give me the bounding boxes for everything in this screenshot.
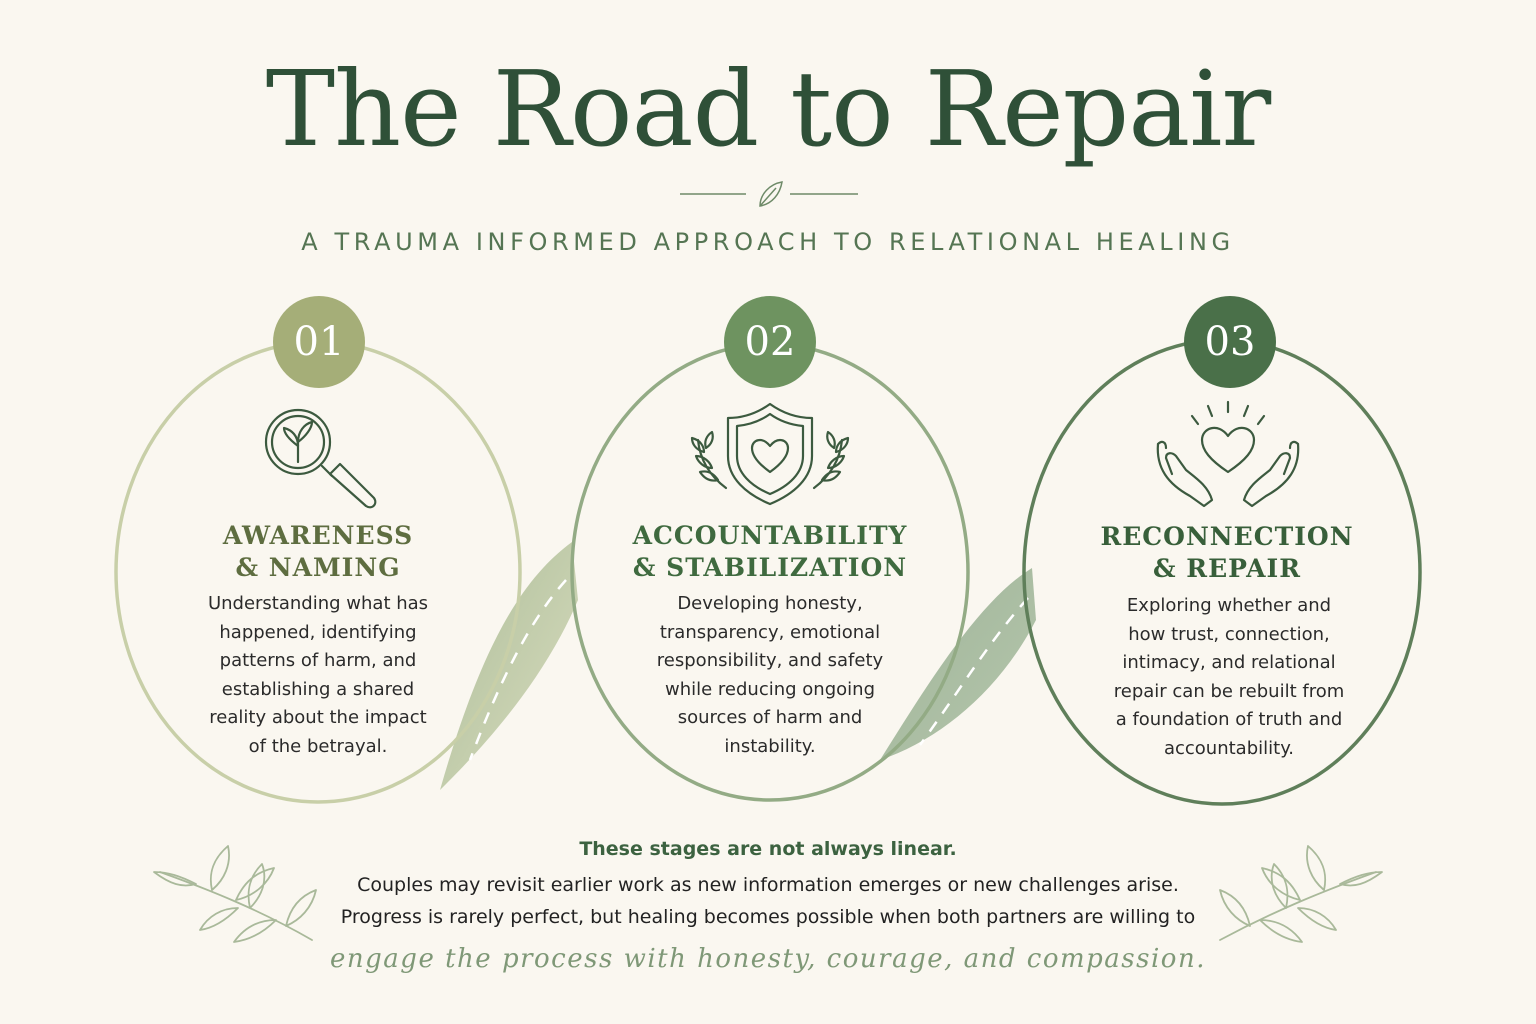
stage-3-line: how trust, connection, xyxy=(1128,623,1330,645)
stage-3-line: Exploring whether and xyxy=(1126,595,1332,616)
note-heading: These stages are not always linear. xyxy=(579,838,957,860)
stage-1-line: establishing a shared xyxy=(221,678,415,700)
stage-3-line: repair can be rebuilt from xyxy=(1113,680,1345,702)
stage-2-line: responsibility, and safety xyxy=(656,650,884,671)
stage-3-description: Exploring whether and how trust, connect… xyxy=(1074,592,1384,763)
stage-1-description: Understanding what has happened, identif… xyxy=(168,590,468,761)
hands-heart-icon xyxy=(1156,400,1300,508)
stage-2-title-line1: ACCOUNTABILITY xyxy=(632,521,908,550)
stage-3-line: intimacy, and relational xyxy=(1122,652,1336,673)
stage-1-number: 01 xyxy=(293,319,345,365)
stage-3-title-line1: RECONNECTION xyxy=(1100,522,1354,551)
note-line-1: Couples may revisit earlier work as new … xyxy=(357,874,1179,896)
stage-3-badge xyxy=(1184,296,1276,388)
road-segment-1 xyxy=(440,542,578,790)
leaf-icon xyxy=(759,181,783,207)
stage-3-line: accountability. xyxy=(1163,737,1295,759)
road-dashes-1 xyxy=(468,579,567,761)
stage-2-description: Developing honesty, transparency, emotio… xyxy=(620,590,920,761)
stage-2-badge xyxy=(724,296,816,388)
stage-3-line: a foundation of truth and xyxy=(1115,709,1343,730)
stage-2-number: 02 xyxy=(744,319,796,365)
stage-2-line: instability. xyxy=(724,735,816,757)
stage-1-title: AWARENESS & NAMING xyxy=(168,520,468,584)
stage-1-title-line2: & NAMING xyxy=(235,553,401,582)
stage-1-line: patterns of harm, and xyxy=(219,650,417,671)
shield-heart-icon xyxy=(690,402,850,506)
note-line-2: Progress is rarely perfect, but healing … xyxy=(340,906,1196,928)
branch-left-icon xyxy=(153,845,317,943)
stage-1-line: of the betrayal. xyxy=(248,735,388,757)
stage-2-title: ACCOUNTABILITY & STABILIZATION xyxy=(600,520,940,584)
page-title: The Road to Repair xyxy=(265,48,1271,170)
branch-right-icon xyxy=(1219,845,1383,943)
road-segment-2 xyxy=(880,568,1036,760)
stage-1-title-line1: AWARENESS xyxy=(222,521,414,550)
page-subtitle: A TRAUMA INFORMED APPROACH TO RELATIONAL… xyxy=(301,228,1235,256)
stage-2-line: transparency, emotional xyxy=(659,621,881,643)
stage-2-line: Developing honesty, xyxy=(677,593,863,614)
stage-3-title-line2: & REPAIR xyxy=(1153,554,1301,583)
stage-2-line: sources of harm and xyxy=(677,707,863,728)
road-dashes-2 xyxy=(918,597,1029,746)
stage-3-title: RECONNECTION & REPAIR xyxy=(1072,521,1382,585)
stage-3-number: 03 xyxy=(1204,319,1256,365)
magnifier-sprout-icon xyxy=(264,408,377,509)
leaf-divider xyxy=(680,181,858,207)
stage-1-line: reality about the impact xyxy=(209,707,427,728)
stage-2-title-line2: & STABILIZATION xyxy=(632,553,908,582)
stage-1-badge xyxy=(273,296,365,388)
note-script-line: engage the process with honesty, courage… xyxy=(330,944,1206,974)
stage-1-line: happened, identifying xyxy=(219,621,417,643)
stage-1-line: Understanding what has xyxy=(207,593,429,614)
stage-2-line: while reducing ongoing xyxy=(665,678,875,700)
